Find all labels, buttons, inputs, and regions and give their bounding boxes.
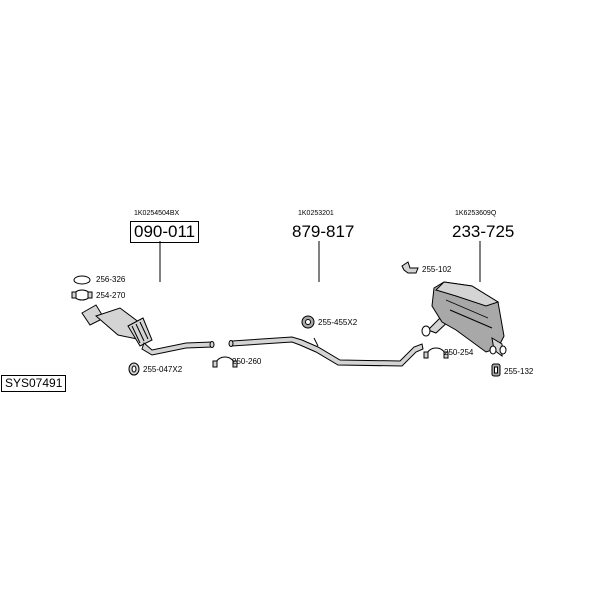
part-number-middle[interactable]: 879-817	[292, 222, 355, 241]
system-code: SYS07491	[1, 375, 67, 392]
rubber-hanger-icon[interactable]	[491, 363, 501, 377]
clamp-icon[interactable]	[423, 347, 449, 359]
front-pipe-catalyst[interactable]	[81, 304, 215, 356]
fitting-label[interactable]: 255-102	[422, 265, 452, 274]
gasket-ring-icon[interactable]	[73, 275, 91, 285]
rubber-hanger-icon[interactable]	[128, 362, 140, 376]
rubber-mount-icon[interactable]	[301, 315, 315, 329]
part-number-front[interactable]: 090-011	[130, 221, 200, 243]
fitting-label[interactable]: 255-047X2	[143, 365, 183, 374]
oem-number-front: 1K0254504BX	[134, 210, 180, 217]
fitting-label[interactable]: 254-270	[96, 291, 126, 300]
fitting-label[interactable]: 255-455X2	[318, 318, 358, 327]
middle-pipe[interactable]	[228, 336, 424, 367]
fitting-label[interactable]: 250-260	[232, 357, 262, 366]
bracket-icon[interactable]	[401, 261, 419, 274]
clamp-icon[interactable]	[212, 356, 238, 368]
part-number-rear[interactable]: 233-725	[452, 222, 515, 241]
fitting-label[interactable]: 250-254	[444, 348, 474, 357]
oem-number-middle: 1K0253201	[298, 210, 334, 217]
oem-number-rear: 1K6253609Q	[455, 210, 497, 217]
fitting-label[interactable]: 256-326	[96, 275, 126, 284]
clamp-icon[interactable]	[71, 289, 93, 301]
fitting-label[interactable]: 255-132	[504, 367, 534, 376]
rear-silencer[interactable]	[421, 281, 507, 357]
